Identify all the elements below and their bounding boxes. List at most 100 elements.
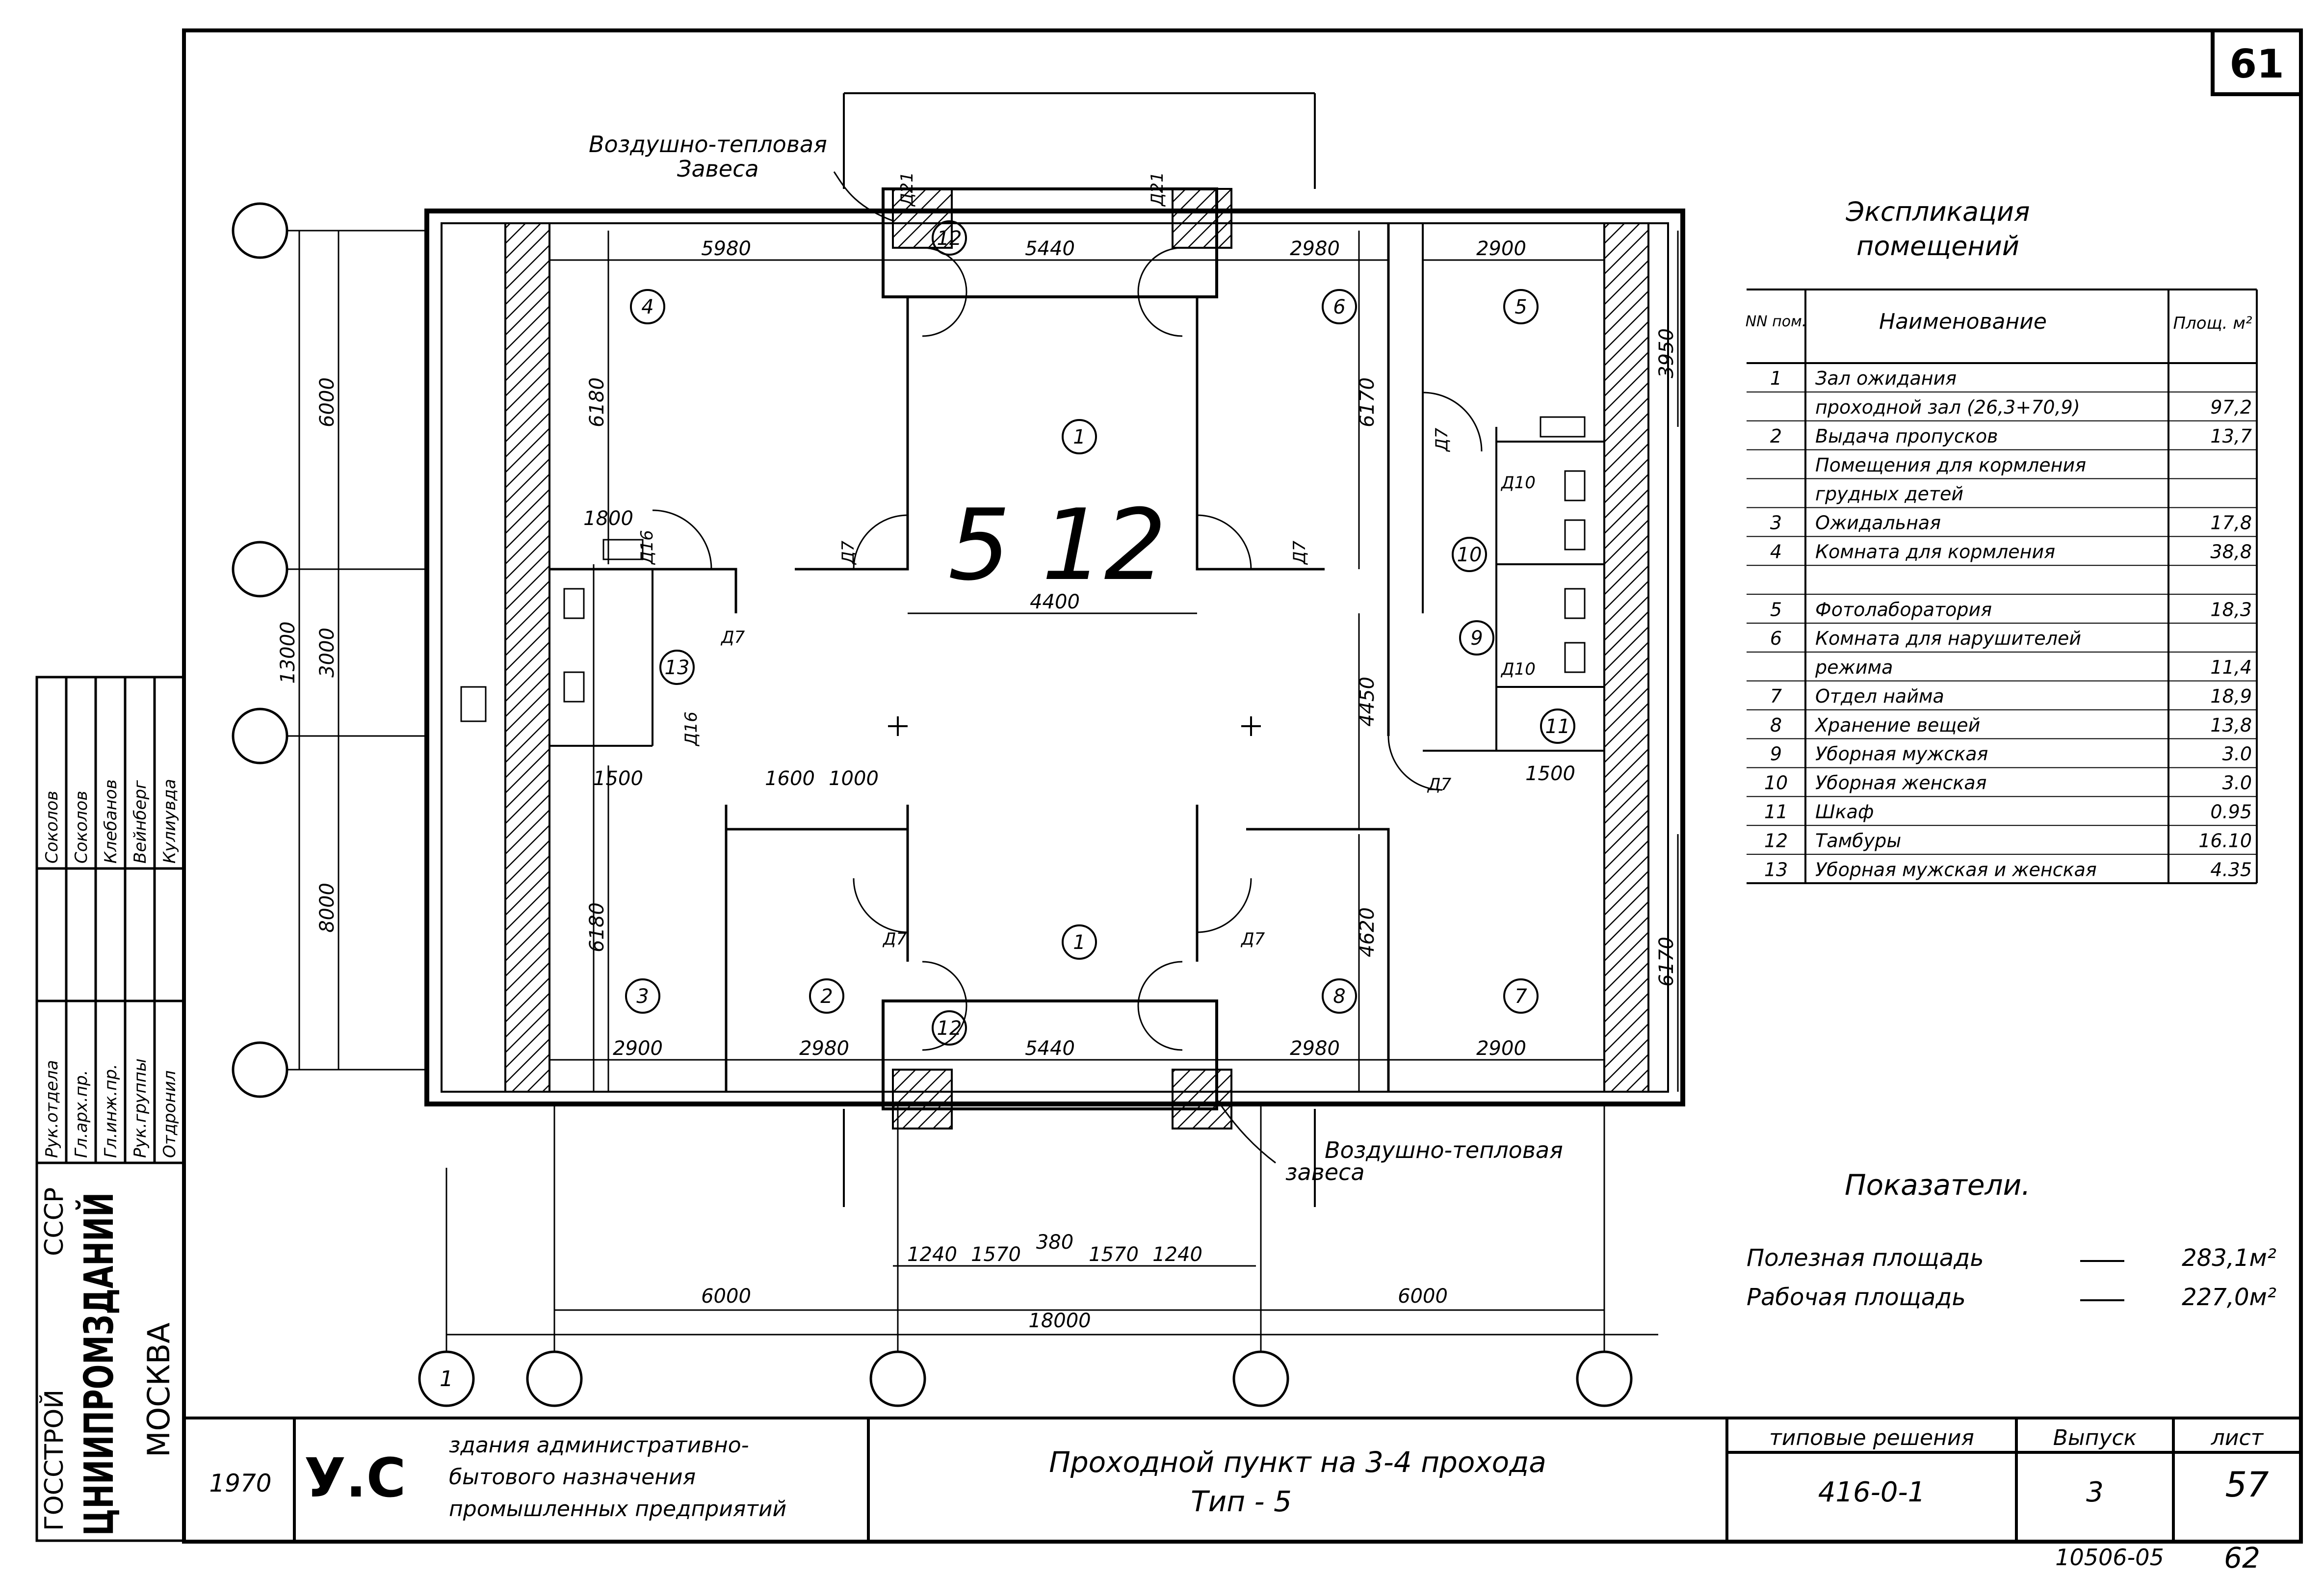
dim-text: 1800: [583, 507, 633, 530]
room-number: 3: [636, 985, 649, 1008]
room-number: 1: [1073, 426, 1085, 448]
door-label: Д7: [882, 929, 907, 949]
room-number: 9: [1470, 627, 1483, 650]
table-cell-name: Зал ожидания: [1815, 368, 1957, 389]
door-label: Д7: [720, 628, 745, 647]
dim-text: 13000: [277, 621, 299, 683]
table-cell-name: Уборная женская: [1815, 772, 1986, 794]
door-label: Д7: [838, 540, 858, 565]
drawing-title-line2: Тип - 5: [1191, 1485, 1292, 1518]
table-cell-name: Комната для кормления: [1815, 541, 2055, 563]
page-number-box: [2211, 28, 2303, 96]
dim-text: 3000: [316, 628, 339, 678]
table-cell-area: 4.35: [2210, 859, 2252, 880]
table-cell-area: 3.0: [2222, 772, 2252, 794]
typical-value: 416-0-1: [1818, 1476, 1926, 1508]
door-label: Д10: [1500, 473, 1536, 493]
dim-text: 6180: [586, 902, 608, 952]
title-year: 1970: [209, 1469, 271, 1497]
room-number: 1: [1073, 931, 1085, 954]
floor-plan: [232, 92, 1685, 1407]
dim-text: 3950: [1655, 328, 1678, 378]
table-cell-area: 16.10: [2198, 830, 2252, 851]
air-curtain-top-line2: Завеса: [677, 156, 759, 182]
stamp-texts: Рук.отделаСоколовГл.арх.пр.СоколовГл.инж…: [42, 779, 180, 1158]
footer-page: 62: [2224, 1541, 2260, 1575]
left-wall-hatch: [504, 222, 550, 1093]
explication-section: Экспликация помещений NN пом. Наименован…: [1746, 196, 2258, 884]
footer-code: 10506-05: [2055, 1544, 2164, 1571]
table-cell-number: 10: [1764, 772, 1788, 794]
room-number: 5: [1515, 296, 1527, 318]
dim-text: 4620: [1356, 907, 1379, 957]
table-cell-number: 1: [1770, 368, 1782, 389]
side-stamp: Рук.отделаСоколовГл.арх.пр.СоколовГл.инж…: [35, 676, 185, 1542]
dim-text: 2900: [1476, 1037, 1526, 1060]
indicators-title: Показатели.: [1845, 1168, 2031, 1202]
table-cell-name: режима: [1815, 657, 1893, 678]
door-label: Д7: [1427, 775, 1452, 794]
table-cell-name: Отдел найма: [1815, 685, 1944, 707]
table-cell-name: Шкаф: [1815, 801, 1874, 823]
sheet-value: 57: [2225, 1465, 2269, 1505]
door-label: Д21: [897, 172, 917, 207]
stamp-name: Соколов: [72, 791, 91, 864]
table-cell-number: 11: [1764, 801, 1788, 823]
room-number: 11: [1545, 715, 1570, 738]
room-number: 13: [665, 657, 690, 679]
dim-text: 6000: [1398, 1285, 1448, 1308]
dim-text: 6170: [1356, 377, 1379, 427]
stamp-role: Рук.группы: [131, 1058, 150, 1158]
table-cell-name: Ожидальная: [1815, 512, 1941, 534]
explication-title-line2: помещений: [1856, 231, 2019, 262]
indicator-label: Рабочая площадь: [1747, 1284, 1966, 1311]
table-cell-name: Комната для нарушителей: [1815, 628, 2081, 649]
sheet-label: лист: [2211, 1425, 2264, 1450]
dimension-texts: 5980 5440 2980 2900 4400 1600 1000 1500 …: [583, 237, 1575, 1332]
table-cell-number: 5: [1770, 599, 1782, 620]
typical-label: типовые решения: [1769, 1425, 1974, 1450]
table-cell-number: 6: [1770, 628, 1782, 649]
dim-text: 4450: [1356, 677, 1379, 727]
table-cell-name: грудных детей: [1815, 483, 1963, 505]
table-cell-name: Уборная мужская: [1815, 743, 1988, 765]
room-number: 8: [1333, 985, 1345, 1008]
table-cell-area: 18,3: [2210, 599, 2252, 620]
stamp-org2: СССР: [40, 1187, 69, 1256]
table-cell-area: 13,7: [2210, 425, 2252, 447]
table-cell-number: 2: [1770, 425, 1782, 447]
right-wall-hatch: [1603, 222, 1649, 1093]
air-curtain-bottom-line2: завеса: [1285, 1159, 1365, 1185]
room-number: 7: [1515, 985, 1527, 1008]
table-cell-area: 13,8: [2210, 714, 2252, 736]
page-number: 61: [2229, 41, 2284, 87]
room-markers: 4 12 6 5 1 13 10 9 11 3 2 1 12 8 7: [625, 220, 1575, 1046]
table-cell-name: Фотолаборатория: [1815, 599, 1992, 620]
table-cell-name: Тамбуры: [1815, 830, 1901, 851]
door-label: Д10: [1500, 659, 1536, 679]
door-label: Д7: [1240, 929, 1265, 949]
explication-table-grid: [1747, 289, 2258, 884]
dim-text: 18000: [1028, 1310, 1091, 1332]
table-cell-number: 7: [1770, 685, 1782, 707]
table-cell-area: 97,2: [2210, 396, 2252, 418]
table-cell-area: 17,8: [2210, 512, 2252, 534]
door-label: Д16: [637, 530, 657, 565]
table-cell-area: 18,9: [2210, 685, 2252, 707]
table-cell-name: Уборная мужская и женская: [1815, 859, 2097, 880]
dim-text: 6180: [586, 377, 608, 427]
table-cell-number: 13: [1764, 859, 1788, 880]
bottom-vestibule: [882, 999, 1218, 1110]
dim-text: 380: [1036, 1231, 1073, 1254]
issue-label: Выпуск: [2053, 1425, 2137, 1450]
indicator-value: 283,1м²: [2182, 1244, 2276, 1272]
indicator-value: 227,0м²: [2182, 1284, 2276, 1311]
stamp-name: Вейнберг: [131, 780, 150, 864]
door-label: Д7: [1432, 427, 1452, 452]
door-label: Д7: [1290, 540, 1309, 565]
dim-text: 1570: [1089, 1243, 1139, 1266]
room-number: 6: [1333, 296, 1345, 318]
air-curtain-top-line1: Воздушно-тепловая: [589, 131, 827, 158]
dim-text: 1500: [593, 767, 643, 790]
